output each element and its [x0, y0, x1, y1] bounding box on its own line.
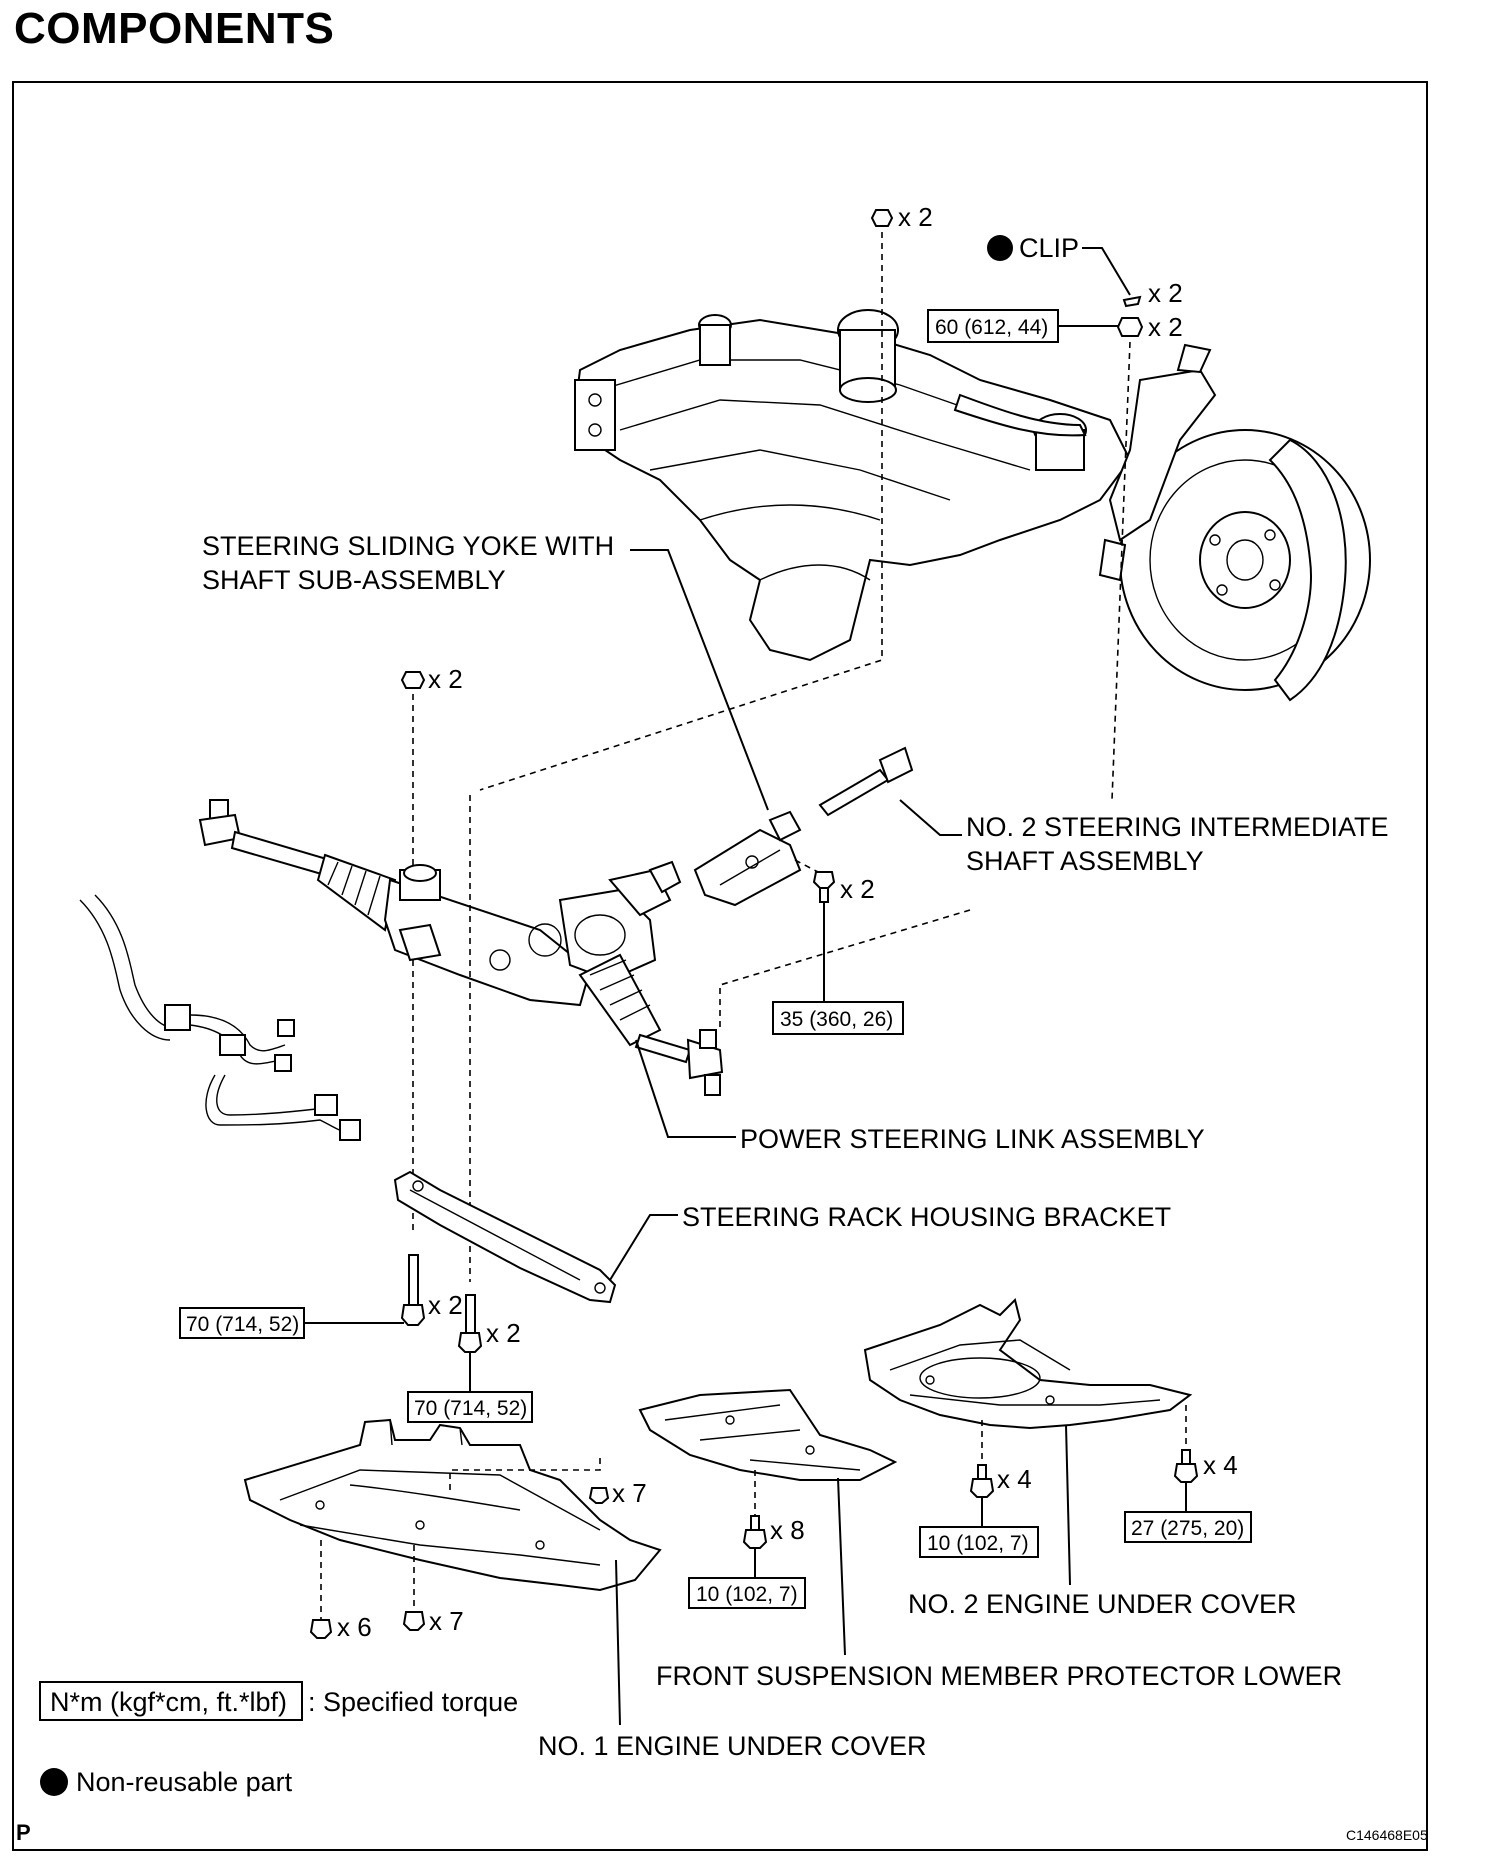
cover2-bolt-b — [1173, 1449, 1199, 1483]
steering-rack-housing-bracket — [393, 1170, 617, 1304]
intermediate-label-line1: NO. 2 STEERING INTERMEDIATE — [966, 812, 1389, 842]
bracket-label: STEERING RACK HOUSING BRACKET — [682, 1202, 1171, 1232]
qty-protector: x 8 — [770, 1515, 805, 1545]
torque-box-70b — [407, 1391, 533, 1423]
qty-cover1-top: x 7 — [612, 1478, 647, 1508]
bracket-bolt-a — [400, 1254, 426, 1326]
cover2-bolt-a — [969, 1464, 995, 1498]
torque-27: 27 (275, 20) — [1131, 1517, 1244, 1540]
legend-torque-box — [39, 1681, 303, 1721]
no1-engine-under-cover — [243, 1418, 662, 1592]
cover2-label: NO. 2 ENGINE UNDER COVER — [908, 1589, 1297, 1619]
qty-clip-nut: x 2 — [1148, 312, 1183, 342]
figure-code: C146468E05 — [1346, 1827, 1428, 1843]
torque-60: 60 (612, 44) — [935, 316, 1048, 339]
qty-bracket-bolt-a: x 2 — [428, 1290, 463, 1320]
qty-bracket-bolt-b: x 2 — [486, 1318, 521, 1348]
yoke-label-line2: SHAFT SUB-ASSEMBLY — [202, 565, 506, 595]
torque-box-10a — [688, 1577, 806, 1609]
clip-nut — [1116, 317, 1144, 337]
torque-35: 35 (360, 26) — [780, 1008, 893, 1031]
legend-torque-desc: : Specified torque — [308, 1687, 518, 1717]
page-title: COMPONENTS — [14, 4, 335, 53]
clip-legend: CLIP — [987, 233, 1131, 296]
intermediate-label-line2: SHAFT ASSEMBLY — [966, 846, 1204, 876]
nonreusable-legend-icon — [40, 1768, 68, 1796]
torque-box-35 — [772, 1001, 904, 1035]
qty-cover1-mid: x 7 — [429, 1606, 464, 1636]
qty-cover1-left: x 6 — [337, 1612, 372, 1642]
protector-label: FRONT SUSPENSION MEMBER PROTECTOR LOWER — [656, 1661, 1342, 1691]
top-member-nut — [870, 209, 894, 227]
bracket-bolt-b — [457, 1294, 483, 1353]
intermediate-shaft — [818, 746, 914, 817]
power-steering-link-assembly — [198, 799, 724, 1096]
yoke-label-line1: STEERING SLIDING YOKE WITH — [202, 531, 614, 561]
front-suspension-member-protector-lower — [638, 1388, 898, 1481]
torque-10b: 10 (102, 7) — [927, 1532, 1029, 1555]
qty-rack-nut: x 2 — [428, 664, 463, 694]
rack-nut — [400, 671, 426, 689]
nonreusable-dot-icon — [987, 235, 1013, 261]
clip-part — [1122, 295, 1142, 308]
diagram-frame — [12, 81, 1428, 1851]
legend-nonreusable: Non-reusable part — [76, 1767, 293, 1797]
torque-box-60 — [927, 309, 1059, 343]
qty-cover2-b: x 4 — [1203, 1450, 1238, 1480]
qty-cover2-a: x 4 — [997, 1464, 1032, 1494]
front-suspension-member — [573, 309, 1371, 702]
no2-engine-under-cover — [863, 1298, 1193, 1430]
qty-clip: x 2 — [1148, 278, 1183, 308]
protector-bolt — [742, 1515, 768, 1549]
torque-10a: 10 (102, 7) — [696, 1583, 798, 1606]
qty-top-nut: x 2 — [898, 202, 933, 232]
qty-yoke-bolt: x 2 — [840, 874, 875, 904]
cover1-bolt-mid — [402, 1611, 426, 1631]
link-label: POWER STEERING LINK ASSEMBLY — [740, 1124, 1205, 1154]
cover1-bolt-top — [588, 1487, 610, 1504]
legend-torque-key: N*m (kgf*cm, ft.*lbf) — [50, 1687, 287, 1717]
cover1-label: NO. 1 ENGINE UNDER COVER — [538, 1731, 927, 1761]
wire-harness — [79, 894, 361, 1141]
cover1-bolt-left — [309, 1619, 333, 1639]
clip-label: CLIP — [1019, 233, 1079, 263]
torque-70a: 70 (714, 52) — [186, 1313, 299, 1336]
torque-70b: 70 (714, 52) — [414, 1397, 527, 1420]
steering-sliding-yoke — [693, 810, 802, 907]
yoke-bolt — [812, 871, 836, 903]
torque-box-27 — [1124, 1511, 1252, 1543]
torque-box-10b — [919, 1526, 1039, 1558]
footer-left-letter: P — [16, 1820, 31, 1845]
